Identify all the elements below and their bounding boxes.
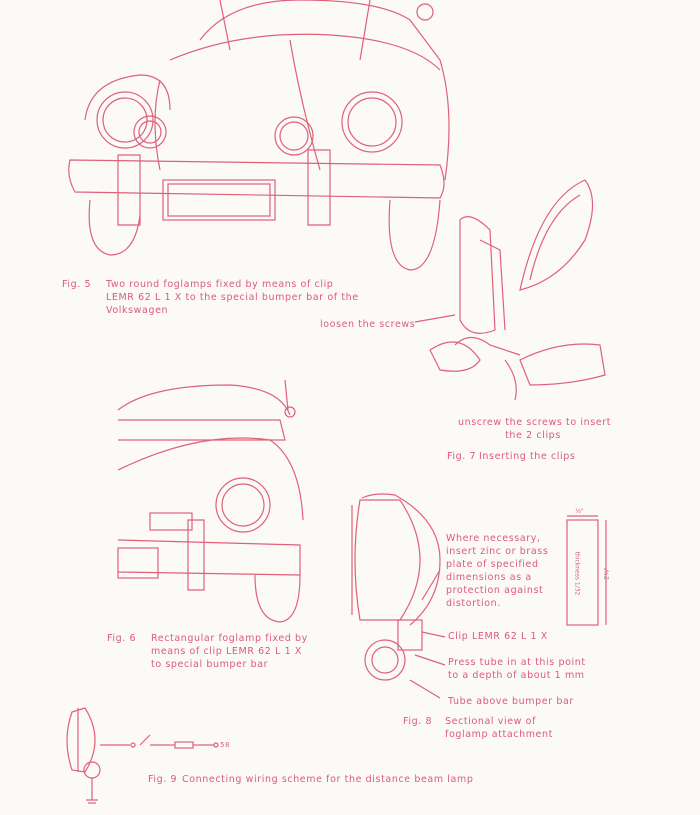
fig8-caption-line: foglamp attachment bbox=[445, 729, 553, 740]
fig6-caption-line: Rectangular foglamp fixed by bbox=[151, 633, 308, 644]
fig9-label: Fig. 9 bbox=[148, 774, 178, 785]
fig8-caption: Fig. 8 Sectional view of foglamp attachme… bbox=[403, 715, 553, 741]
fig8-label: Fig. 8 bbox=[403, 716, 433, 727]
fig8-note-line: Where necessary, bbox=[446, 533, 541, 544]
fig5-label: Fig. 5 bbox=[62, 279, 92, 290]
fig5-caption-line: Volkswagen bbox=[106, 305, 169, 316]
fig5-car-illustration bbox=[68, 0, 450, 271]
fig8-note-line: protection against bbox=[446, 585, 544, 596]
fig8-note-line: insert zinc or brass bbox=[446, 546, 549, 557]
fig6-caption-line: to special bumper bar bbox=[151, 659, 269, 670]
fig8-callout-press: Press tube in at this point to a depth o… bbox=[448, 656, 586, 682]
fig5-caption-line: LEMR 62 L 1 X to the special bumper bar … bbox=[106, 292, 359, 303]
fig8-note-line: dimensions as a bbox=[446, 572, 532, 583]
fig6-label: Fig. 6 bbox=[107, 633, 137, 644]
fig7-label: Fig. 7 bbox=[447, 451, 477, 462]
fig8-note: Where necessary, insert zinc or brass pl… bbox=[446, 532, 548, 610]
fig7-annotation-loosen: loosen the screws bbox=[320, 319, 416, 330]
fig9-caption-text: Connecting wiring scheme for the distanc… bbox=[182, 774, 474, 785]
fig6-car-illustration bbox=[117, 379, 304, 623]
fig6-caption-line: means of clip LEMR 62 L 1 X bbox=[151, 646, 302, 657]
fig8-callout-clip: Clip LEMR 62 L 1 X bbox=[448, 631, 548, 642]
fig8-callout-press-line: Press tube in at this point bbox=[448, 657, 586, 668]
fig7-annotation-unscrew: unscrew the screws to insert the 2 clips bbox=[458, 416, 612, 442]
fig5-caption: Fig. 5 Two round foglamps fixed by means … bbox=[62, 278, 359, 317]
fig5-caption-line: Two round foglamps fixed by means of cli… bbox=[106, 279, 334, 290]
fig8-callout-press-line: to a depth of about 1 mm bbox=[448, 670, 585, 681]
fig9-terminal-label: 58 bbox=[220, 741, 231, 749]
fig8-note-line: plate of specified bbox=[446, 559, 539, 570]
fig7-annotation-line: the 2 clips bbox=[505, 430, 561, 441]
fig8-note-line: distortion. bbox=[446, 598, 501, 609]
fig7-caption-text: Inserting the clips bbox=[479, 451, 576, 462]
fig6-caption: Fig. 6 Rectangular foglamp fixed by means… bbox=[107, 632, 308, 671]
fig8-callout-tube: Tube above bumper bar bbox=[448, 696, 574, 707]
fig8-caption-line: Sectional view of bbox=[445, 716, 537, 727]
fig9-caption: Fig. 9 Connecting wiring scheme for the d… bbox=[148, 773, 473, 786]
fig8-dim-width: ⅛" bbox=[575, 508, 584, 515]
fig7-annotation-line: unscrew the screws to insert bbox=[458, 417, 612, 428]
fig7-clip-insertion-illustration bbox=[414, 179, 606, 401]
fig8-foglamp-section-illustration bbox=[351, 493, 607, 699]
